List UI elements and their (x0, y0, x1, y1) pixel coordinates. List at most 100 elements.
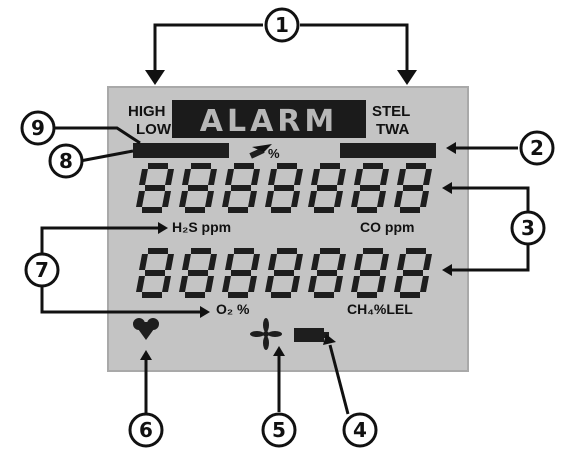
top-row-digit-6-vseg-0 (397, 169, 406, 185)
bottom-row-digit-6-vseg-0 (397, 254, 406, 270)
callout-6-circle (128, 412, 164, 448)
bottom-row-digit-5-vseg-0 (354, 254, 363, 270)
leader-4 (328, 344, 350, 415)
top-row-digit-0-hseg-0 (148, 163, 168, 169)
arrow-4 (323, 334, 336, 345)
top-row-digit-3-vseg-3 (291, 191, 300, 207)
callout-5-number: 5 (272, 418, 286, 442)
bottom-row-digit-2-vseg-0 (225, 254, 234, 270)
bottom-row-digit-3-vseg-3 (291, 276, 300, 292)
top-row-digit-0-hseg-2 (142, 207, 162, 213)
bottom-row-digit-1-hseg-0 (191, 248, 211, 254)
bottom-row-digit-6-hseg-2 (400, 292, 420, 298)
top-row-digit-1-hseg-2 (185, 207, 205, 213)
left-status-bar (133, 143, 229, 158)
callout-5-circle (261, 412, 297, 448)
arrow-6 (140, 350, 152, 360)
leader-8 (79, 149, 134, 163)
top-row-digit-1-vseg-0 (182, 169, 191, 185)
callout-3-circle (510, 210, 546, 246)
ch4-unit-label: CH₄%LEL (347, 301, 413, 317)
callout-9-circle (20, 110, 56, 146)
top-row-digit-3-vseg-1 (294, 169, 303, 185)
bottom-row-digit-4-vseg-0 (311, 254, 320, 270)
top-row-digit-6-vseg-3 (420, 191, 429, 207)
bottom-row-digit-2-vseg-2 (222, 276, 231, 292)
top-row-digit-4-hseg-0 (320, 163, 340, 169)
top-row-digit-5-vseg-1 (380, 169, 389, 185)
alarm-banner (172, 100, 366, 138)
bottom-row-digit-1-vseg-3 (205, 276, 214, 292)
callout-4-circle (342, 412, 378, 448)
callout-7-circle (24, 252, 60, 288)
bottom-row-digit-4-vseg-1 (337, 254, 346, 270)
top-row-digit-6-vseg-2 (394, 191, 403, 207)
top-row-digit-6-hseg-1 (403, 185, 423, 191)
callout-3-number: 3 (521, 216, 535, 240)
bottom-row-digit-0-hseg-1 (145, 270, 165, 276)
bottom-row-digit-6-hseg-1 (403, 270, 423, 276)
bottom-row-digit-4-hseg-2 (314, 292, 334, 298)
leader-1-right (300, 23, 409, 70)
bottom-row-digit-3-vseg-2 (265, 276, 274, 292)
arrow-8-dot (252, 144, 272, 152)
bottom-row-digit-2-hseg-1 (231, 270, 251, 276)
pct-label: % (268, 146, 280, 161)
bottom-row-digit-4-vseg-2 (308, 276, 317, 292)
right-status-bar (340, 143, 436, 158)
bottom-row-digit-1-hseg-1 (188, 270, 208, 276)
arrow-3-top (442, 182, 452, 194)
arrowheads (140, 70, 456, 360)
top-row-digit-6-hseg-0 (406, 163, 426, 169)
top-row-digit-5-vseg-0 (354, 169, 363, 185)
callout-1-number: 1 (275, 13, 289, 37)
top-row-digit-1-vseg-3 (205, 191, 214, 207)
top-row-digit-4-hseg-1 (317, 185, 337, 191)
h2s-unit-label: H₂S ppm (172, 219, 231, 235)
top-row-digit-2-hseg-2 (228, 207, 248, 213)
bottom-row-digit-3-vseg-0 (268, 254, 277, 270)
arrow-5 (273, 346, 285, 356)
bottom-row-digit-3-hseg-0 (277, 248, 297, 254)
callout-8-circle (48, 143, 84, 179)
bottom-row-digit-1-vseg-0 (182, 254, 191, 270)
callout-6-number: 6 (139, 418, 153, 442)
high-label: HIGH (128, 103, 166, 120)
arrow-2 (446, 142, 456, 154)
top-row-digit-2-hseg-1 (231, 185, 251, 191)
bottom-row-digit-4-hseg-0 (320, 248, 340, 254)
top-row-digit-2-vseg-1 (251, 169, 260, 185)
top-row-digit-0-vseg-3 (162, 191, 171, 207)
bottom-row-digit-0-vseg-0 (139, 254, 148, 270)
leader-9 (55, 126, 141, 145)
bottom-row-digit-3-hseg-1 (274, 270, 294, 276)
bottom-row-digit-0-vseg-1 (165, 254, 174, 270)
top-row-digit-5-hseg-1 (360, 185, 380, 191)
bottom-row-digit-6-hseg-0 (406, 248, 426, 254)
bottom-row-digit-6-vseg-1 (423, 254, 432, 270)
callout-2-number: 2 (530, 136, 544, 160)
top-row-digit-4-vseg-1 (337, 169, 346, 185)
top-row-digit-3-hseg-0 (277, 163, 297, 169)
top-row-digit-3-vseg-2 (265, 191, 274, 207)
bottom-row-digit-4-vseg-3 (334, 276, 343, 292)
arrow-1-left (145, 70, 165, 85)
top-row-digit-0-vseg-1 (165, 169, 174, 185)
bottom-row-digit-6-vseg-2 (394, 276, 403, 292)
top-row-digit-2-vseg-0 (225, 169, 234, 185)
callout-9-number: 9 (31, 116, 45, 140)
top-row-digit-1-vseg-2 (179, 191, 188, 207)
heart-icon-lobe-right (147, 318, 159, 330)
callout-1-circle (264, 7, 300, 43)
fan-icon (250, 318, 282, 350)
arrow-7-top (158, 222, 168, 234)
low-label: LOW (136, 121, 172, 138)
stel-label: STEL (372, 103, 410, 120)
twa-label: TWA (376, 121, 409, 138)
top-row-digit-1-hseg-0 (191, 163, 211, 169)
bottom-row-digit-3-vseg-1 (294, 254, 303, 270)
arrow-3-bottom (442, 264, 452, 276)
alarm-label: ALARM (200, 104, 339, 139)
